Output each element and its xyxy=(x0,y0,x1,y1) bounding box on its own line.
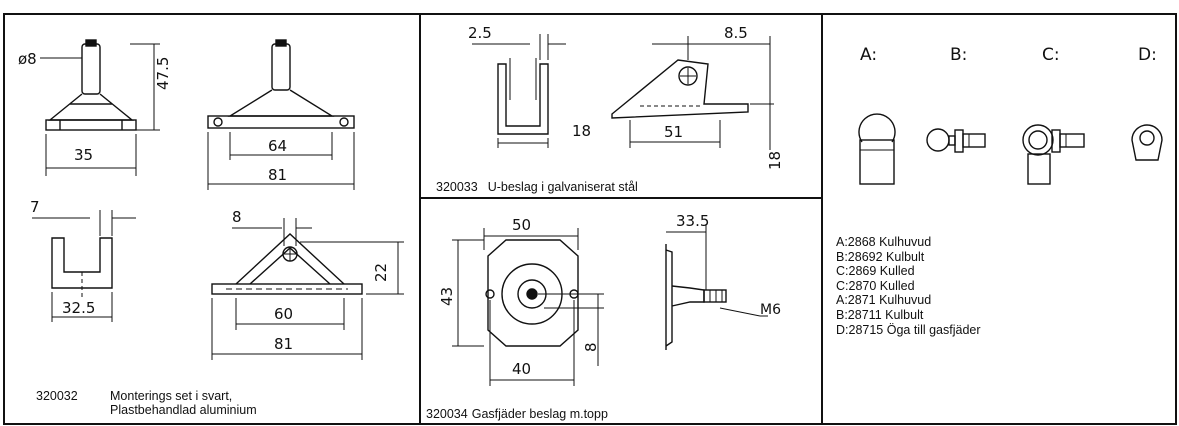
ball-bolt-icon xyxy=(926,128,986,153)
dim-outer: 81 xyxy=(268,166,287,184)
product-description: U-beslag i galvaniserat stål xyxy=(487,180,638,194)
dim-u-width: 32.5 xyxy=(62,299,95,317)
dim-holes: 40 xyxy=(512,360,531,378)
plate-drawing: 50 43 40 8 xyxy=(438,216,604,386)
list-item: A:2871 Kulhuvud xyxy=(836,293,932,308)
dim-u-height: 18 xyxy=(766,151,784,170)
dim-width: 35 xyxy=(74,146,93,164)
bracket-small-drawing: ø8 47.5 35 xyxy=(18,39,172,176)
dim-plate-width: 50 xyxy=(512,216,531,234)
product-code: 320034 xyxy=(426,407,468,421)
type-label-a: A: xyxy=(860,45,877,65)
stud-drawing: 33.5 M6 xyxy=(665,212,781,350)
type-label-b: B: xyxy=(950,45,967,65)
list-item: D:28715 Öga till gasfjäder xyxy=(836,322,981,337)
list-item: B:28711 Kulbult xyxy=(836,307,924,322)
panel-borders xyxy=(3,13,1177,425)
dim-tri-inner: 60 xyxy=(274,305,293,323)
dim-stud-length: 33.5 xyxy=(676,212,709,230)
dim-inner: 64 xyxy=(268,137,287,155)
dim-u-width-18: 18 xyxy=(572,122,591,140)
dim-depth: 8 xyxy=(582,342,600,352)
type-label-d: D: xyxy=(1138,45,1157,65)
product-code: 320032 xyxy=(36,389,78,403)
product-description: Monterings set i svart, xyxy=(110,389,233,403)
list-item: C:2870 Kulled xyxy=(836,278,915,293)
dim-thickness: 2.5 xyxy=(468,24,492,42)
ball-joint-icon xyxy=(1022,124,1085,185)
dim-thread: M6 xyxy=(760,302,781,318)
fittings-list: A:2868 Kulhuvud B:28692 Kulbult C:2869 K… xyxy=(836,235,981,337)
product-description-2: Plastbehandlad aluminium xyxy=(110,403,257,417)
dim-plate-height: 43 xyxy=(438,287,456,306)
product-description: Gasfjäder beslag m.topp xyxy=(471,407,608,421)
bracket-large-drawing: 64 81 xyxy=(207,39,355,190)
dim-height: 47.5 xyxy=(154,57,172,90)
list-item: C:2869 Kulled xyxy=(836,264,915,279)
dim-length: 51 xyxy=(664,123,683,141)
eye-icon xyxy=(1131,124,1163,161)
bracket-u-front-drawing: 7 32.5 xyxy=(30,198,136,322)
dim-diameter: ø8 xyxy=(18,50,37,68)
dim-tri-outer: 81 xyxy=(274,335,293,353)
dim-hole: 8 xyxy=(232,208,242,226)
bracket-triangle-drawing: 8 22 60 81 xyxy=(211,208,404,360)
dim-offset: 8.5 xyxy=(724,24,748,42)
product-code: 320033 xyxy=(436,180,478,194)
ball-head-icon xyxy=(858,113,896,185)
caption-320033: 320033 U-beslag i galvaniserat stål xyxy=(436,180,638,194)
type-label-c: C: xyxy=(1042,45,1060,65)
list-item: A:2868 Kulhuvud xyxy=(836,235,932,249)
caption-320032: 320032 Monterings set i svart,Plastbehand… xyxy=(36,389,257,417)
u-beslag-drawing: 2.5 18 8.5 51 18 xyxy=(468,24,784,170)
dim-tri-height: 22 xyxy=(372,263,390,282)
fitting-drawings: A: B: C: D: xyxy=(858,45,1163,185)
list-item: B:28692 Kulbult xyxy=(836,249,925,264)
dim-gap: 7 xyxy=(30,198,40,216)
